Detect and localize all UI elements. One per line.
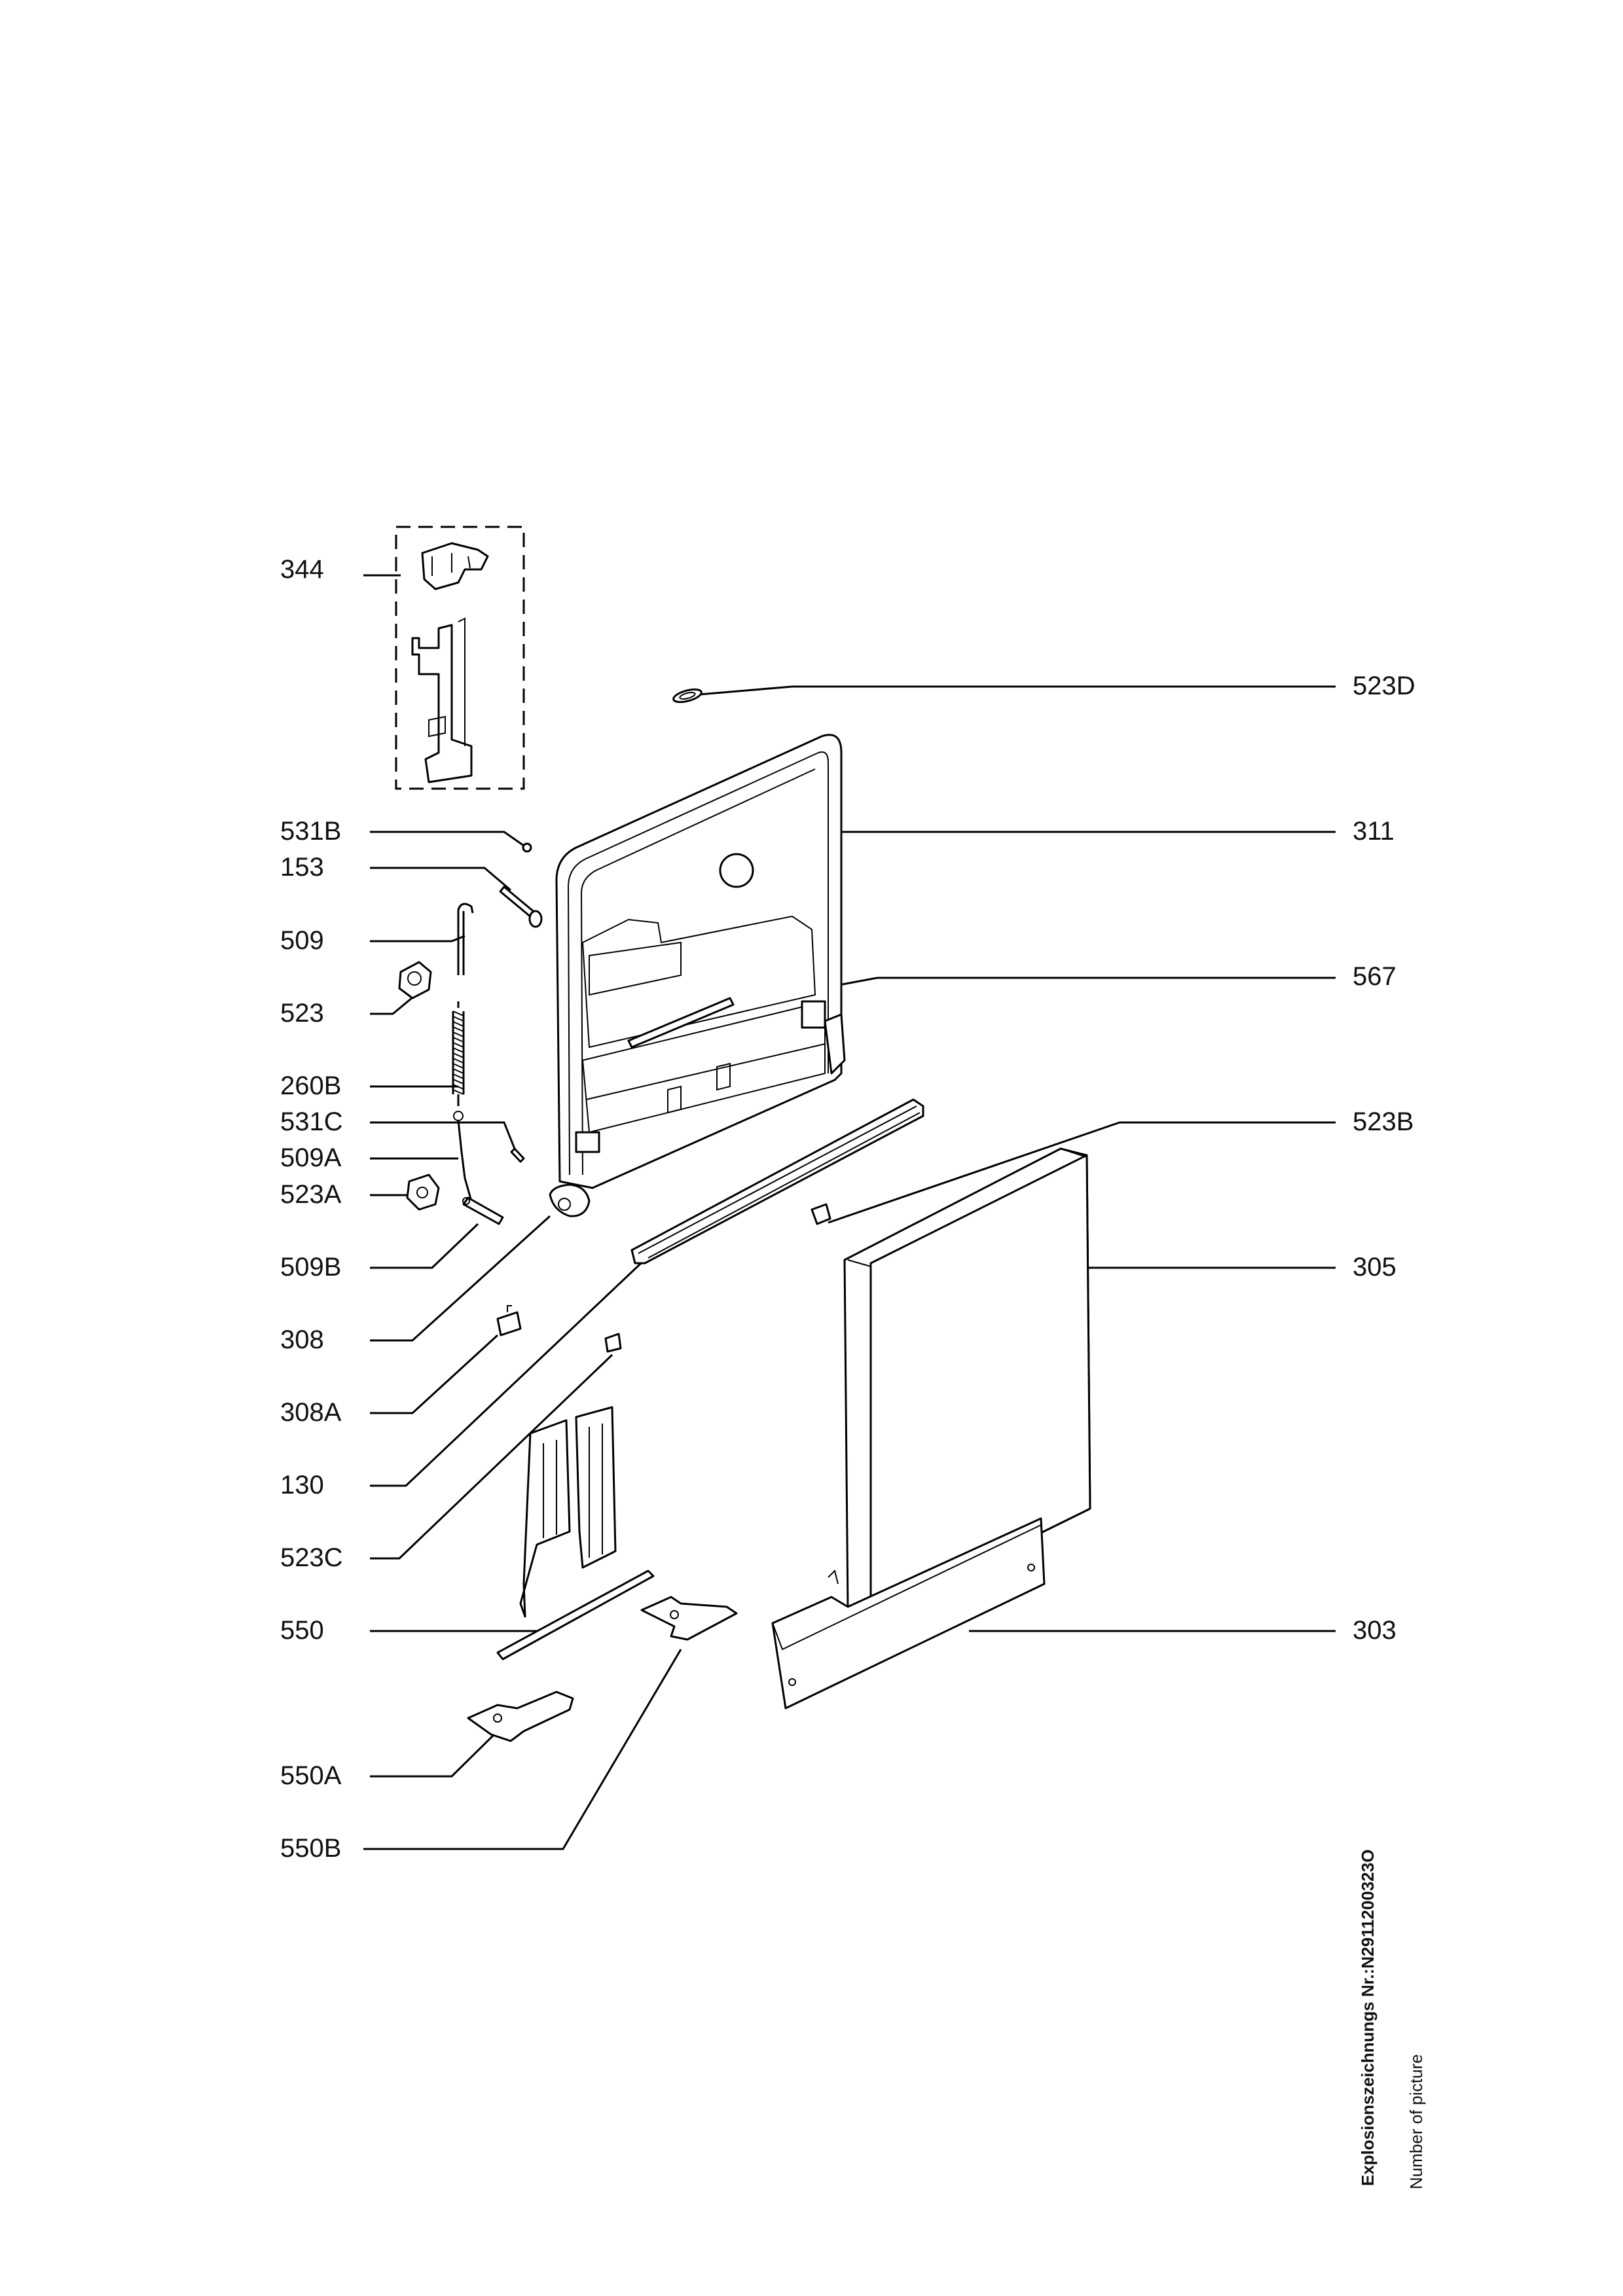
label-260B: 260B	[280, 1071, 341, 1100]
leader-lines	[363, 574, 1336, 1850]
rod-567	[627, 997, 735, 1049]
part-344-hinge-assembly	[395, 526, 525, 790]
part-509A-cable	[453, 1111, 473, 1202]
label-531B: 531B	[280, 817, 341, 846]
part-153-bolt	[499, 886, 543, 928]
part-308A-clip	[496, 1305, 522, 1336]
inner-door-side-tab	[824, 1013, 846, 1075]
label-308A: 308A	[280, 1398, 342, 1427]
part-550B-slide	[640, 1596, 738, 1641]
label-303: 303	[1353, 1616, 1396, 1645]
inner-door-recess	[589, 941, 682, 996]
inner-door-rim-2	[580, 768, 816, 1175]
label-308: 308	[280, 1325, 324, 1354]
label-523D: 523D	[1353, 672, 1415, 700]
part-311-inner-door	[549, 734, 846, 1217]
leader-531B	[370, 831, 524, 847]
kick-plate-303-fold	[772, 1524, 1042, 1651]
side-annotations: Explosionszeichnungs Nr.:N2911200323O Nu…	[1358, 1850, 1426, 2189]
leader-550A	[370, 1730, 499, 1778]
drawing-number-text: Explosionszeichnungs Nr.:N2911200323O	[1358, 1850, 1377, 2186]
label-567: 567	[1353, 962, 1396, 991]
part-550A-slide	[467, 1691, 574, 1742]
kick-plate-hole-1	[788, 1678, 796, 1686]
inner-door-lower-panel	[581, 1000, 826, 1134]
label-305: 305	[1353, 1253, 1396, 1282]
kick-plate-hole-2	[1027, 1564, 1035, 1571]
leader-523	[370, 994, 416, 1015]
label-509A: 509A	[280, 1143, 342, 1172]
rail-130-edge	[638, 1105, 917, 1254]
label-311: 311	[1353, 817, 1395, 846]
inner-door-bracket-left	[575, 1131, 600, 1153]
leader-531C	[370, 1121, 519, 1156]
number-of-picture-text: Number of picture	[1406, 2054, 1426, 2189]
hinge-lower-detail	[428, 617, 465, 746]
label-523: 523	[280, 999, 324, 1028]
outer-door-front	[869, 1154, 1091, 1618]
part-523D-clip	[672, 688, 702, 704]
leader-523B	[828, 1121, 1336, 1224]
leader-550B	[363, 1649, 682, 1850]
label-344: 344	[280, 555, 324, 584]
part-523-pulley	[398, 961, 432, 999]
label-531C: 531C	[280, 1107, 343, 1136]
part-303-kick-plate	[771, 1517, 1046, 1710]
inner-door-outer	[555, 734, 843, 1189]
leader-308A	[370, 1334, 499, 1414]
bracket-550-left	[519, 1419, 571, 1618]
inner-door-rim	[567, 751, 829, 1175]
leader-509B	[370, 1223, 479, 1269]
part-509B-link	[462, 1196, 504, 1225]
leader-523C	[370, 1354, 613, 1560]
inner-door-slots	[667, 1062, 731, 1114]
inner-door-bracket-right	[801, 1000, 826, 1029]
leader-523D	[684, 685, 1336, 697]
leader-130	[370, 1252, 653, 1487]
part-523C-clip	[604, 1333, 622, 1353]
label-550A: 550A	[280, 1761, 342, 1790]
bracket-550-right	[575, 1406, 617, 1569]
left-callouts: 344 531B 153 509 523 260B 531C 509A 523A…	[280, 555, 343, 1863]
kick-plate-303	[771, 1517, 1046, 1710]
hinge-upper-bracket	[421, 542, 489, 590]
label-523C: 523C	[280, 1543, 343, 1572]
label-523B: 523B	[1353, 1107, 1413, 1136]
label-130: 130	[280, 1471, 324, 1499]
inner-door-hole	[719, 853, 754, 888]
bracket-550-ribs	[543, 1424, 603, 1558]
leader-153	[370, 867, 511, 891]
inner-door-hinge-pin	[558, 1198, 571, 1211]
leader-308	[370, 1215, 551, 1342]
rod-550	[496, 1570, 655, 1660]
part-531C-screw	[510, 1147, 525, 1163]
part-567-rod	[627, 997, 735, 1049]
part-509-wire-hook	[457, 903, 474, 975]
part-523A-pulley	[406, 1174, 440, 1211]
leader-509	[370, 935, 465, 942]
hinge-upper-detail	[431, 553, 471, 576]
part-130-rail	[630, 1098, 924, 1265]
label-550: 550	[280, 1616, 324, 1645]
rail-130-edge-2	[647, 1112, 921, 1259]
inner-door-line	[585, 1043, 826, 1100]
dashed-group-box	[395, 526, 525, 790]
hinge-lower-arm	[411, 624, 473, 783]
part-531B-screw	[522, 842, 532, 853]
part-523B-clip	[811, 1203, 831, 1225]
label-523A: 523A	[280, 1180, 342, 1209]
label-153: 153	[280, 853, 324, 882]
right-callouts: 523D 311 567 523B 305 303	[1353, 672, 1415, 1645]
label-509: 509	[280, 926, 324, 955]
part-260B-spring	[452, 1001, 465, 1106]
label-509B: 509B	[280, 1253, 341, 1282]
part-305-outer-door	[843, 1147, 1091, 1618]
kick-plate-hook	[828, 1570, 839, 1585]
outer-door-edges	[847, 1148, 1087, 1267]
label-550B: 550B	[280, 1834, 341, 1863]
part-550-foot-bracket	[496, 1406, 655, 1660]
